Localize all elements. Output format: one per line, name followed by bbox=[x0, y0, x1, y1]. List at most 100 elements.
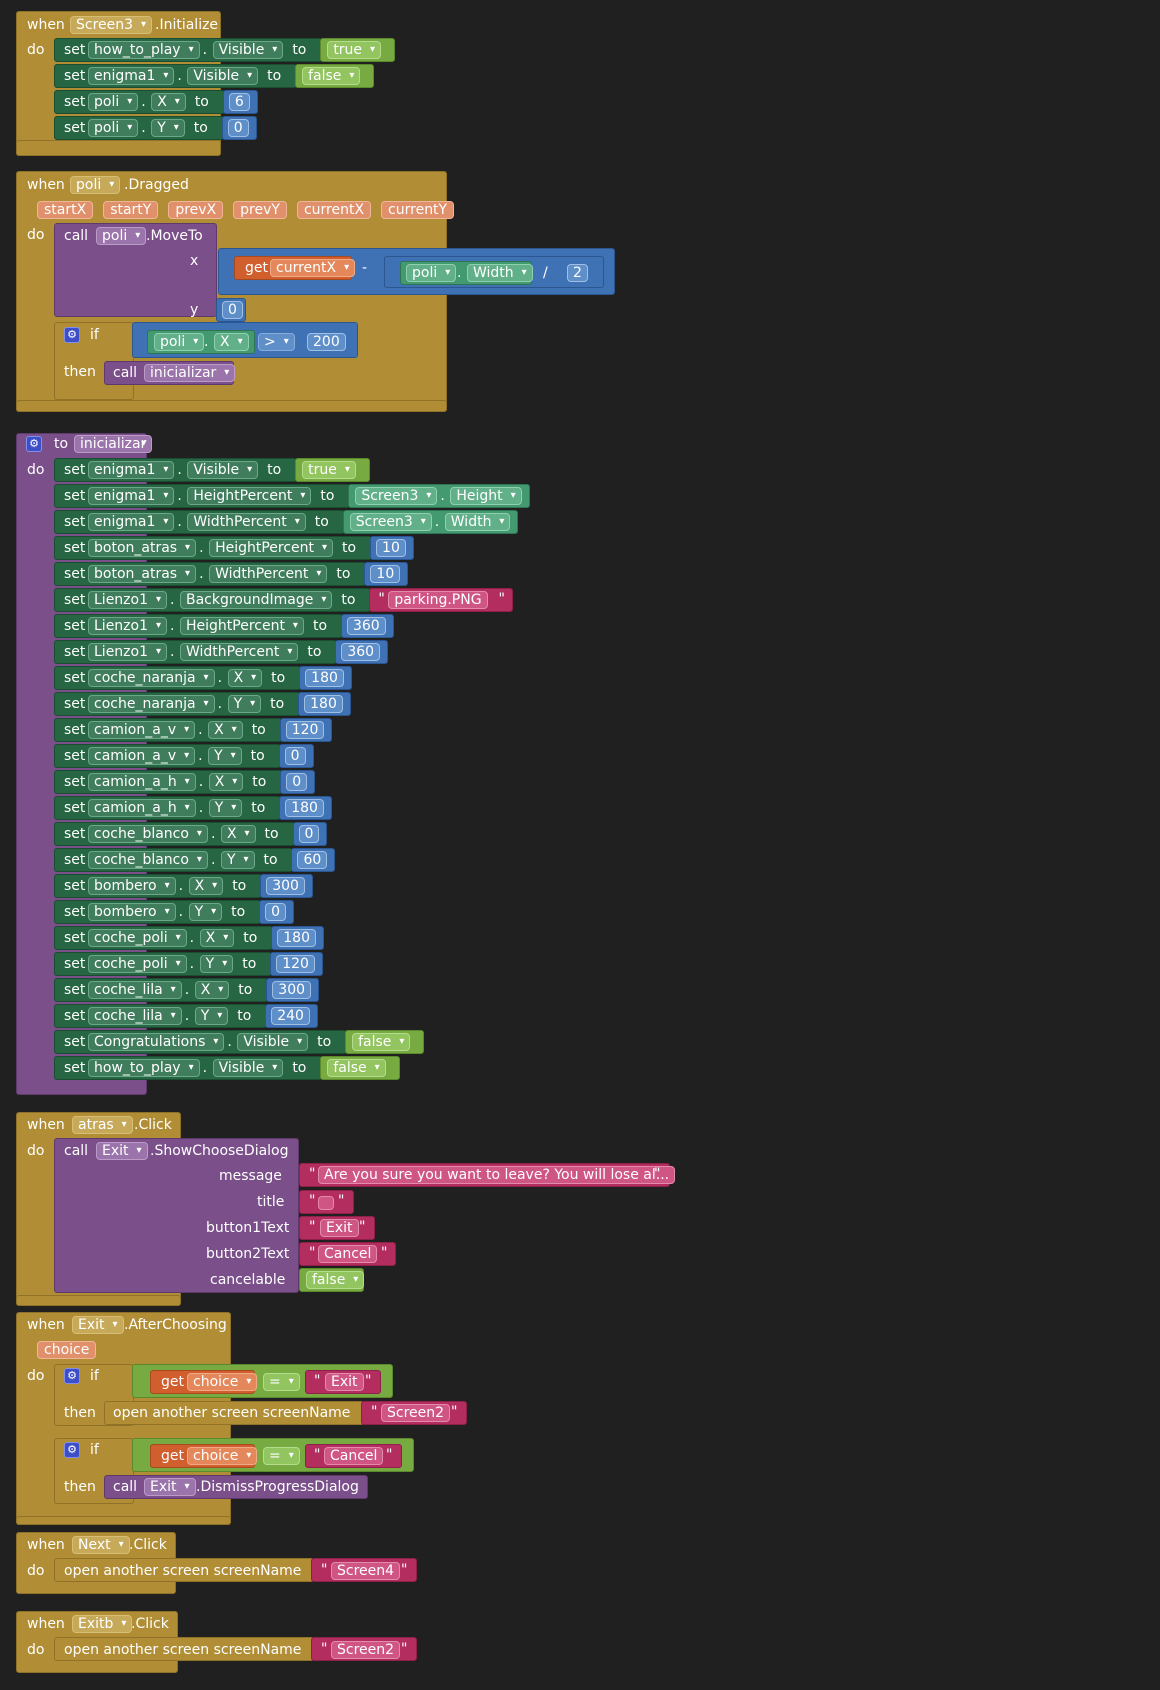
setter-property-dropdown[interactable]: Y bbox=[220, 851, 255, 869]
open-another-screen-block[interactable] bbox=[54, 1558, 314, 1582]
logic-dropdown[interactable]: false bbox=[306, 1271, 365, 1289]
setter-property-dropdown[interactable]: X bbox=[208, 721, 243, 739]
event-param-starty[interactable]: startY bbox=[103, 201, 159, 219]
number-field[interactable]: 180 bbox=[305, 669, 344, 687]
event-component-dropdown[interactable]: Exit bbox=[72, 1316, 124, 1334]
setter-property-dropdown[interactable]: Y bbox=[199, 955, 234, 973]
setter-component-dropdown[interactable]: how_to_play bbox=[88, 1059, 200, 1077]
logic-dropdown[interactable]: false bbox=[352, 1033, 411, 1051]
event-param-choice[interactable]: choice bbox=[37, 1341, 97, 1359]
number-field[interactable]: 0 bbox=[284, 747, 306, 765]
setter-component-dropdown[interactable]: boton_atras bbox=[88, 539, 197, 557]
number-field[interactable]: 2 bbox=[567, 264, 588, 282]
setter-component-dropdown[interactable]: Lienzo1 bbox=[88, 591, 167, 609]
setter-property-dropdown[interactable]: X bbox=[208, 773, 244, 791]
event-param-prevx[interactable]: prevX bbox=[168, 201, 224, 219]
setter-component-dropdown[interactable]: camion_a_v bbox=[88, 747, 196, 765]
setter-property-dropdown[interactable]: HeightPercent bbox=[187, 487, 312, 505]
setter-property-dropdown[interactable]: Y bbox=[208, 799, 243, 817]
event-component-dropdown[interactable]: Screen3 bbox=[70, 16, 153, 34]
setter-component-dropdown[interactable]: enigma1 bbox=[88, 487, 175, 505]
setter-component-dropdown[interactable]: bombero bbox=[88, 877, 176, 895]
number-field[interactable]: 180 bbox=[285, 799, 324, 817]
getter-component-dropdown[interactable]: Screen3 bbox=[349, 513, 432, 531]
logic-dropdown[interactable]: true bbox=[302, 461, 356, 479]
setter-property-dropdown[interactable]: Y bbox=[227, 695, 262, 713]
setter-component-dropdown[interactable]: Lienzo1 bbox=[88, 617, 167, 635]
text-field[interactable]: Screen4 bbox=[331, 1562, 401, 1580]
setter-component-dropdown[interactable]: how_to_play bbox=[88, 41, 200, 59]
setter-property-dropdown[interactable]: Y bbox=[151, 119, 185, 137]
event-component-dropdown[interactable]: poli bbox=[70, 176, 121, 194]
setter-component-dropdown[interactable]: enigma1 bbox=[88, 67, 175, 85]
setter-component-dropdown[interactable]: coche_naranja bbox=[88, 695, 215, 713]
setter-property-dropdown[interactable]: Y bbox=[194, 1007, 229, 1025]
number-field[interactable]: 6 bbox=[228, 93, 250, 111]
setter-property-dropdown[interactable]: Visible bbox=[212, 1059, 284, 1077]
event-param-currenty[interactable]: currentY bbox=[381, 201, 455, 219]
call-exit-showchoosedialog[interactable] bbox=[54, 1138, 299, 1293]
number-field[interactable]: 360 bbox=[346, 617, 386, 635]
setter-component-dropdown[interactable]: enigma1 bbox=[88, 513, 175, 531]
setter-component-dropdown[interactable]: coche_blanco bbox=[88, 825, 208, 843]
setter-property-dropdown[interactable]: X bbox=[199, 929, 235, 947]
setter-property-dropdown[interactable]: X bbox=[151, 93, 186, 111]
setter-property-dropdown[interactable]: Y bbox=[208, 747, 242, 765]
setter-component-dropdown[interactable]: coche_blanco bbox=[88, 851, 208, 869]
event-param-currentx[interactable]: currentX bbox=[296, 201, 372, 219]
event-component-dropdown[interactable]: Exitb bbox=[72, 1615, 133, 1633]
getter-property-dropdown[interactable]: X bbox=[214, 333, 249, 351]
setter-property-dropdown[interactable]: HeightPercent bbox=[179, 617, 304, 635]
number-field[interactable]: 60 bbox=[297, 851, 328, 869]
equals-operator-dropdown[interactable]: = bbox=[263, 1373, 300, 1391]
number-field[interactable]: 300 bbox=[272, 981, 312, 999]
setter-property-dropdown[interactable]: Visible bbox=[187, 67, 259, 85]
setter-component-dropdown[interactable]: poli bbox=[88, 93, 139, 111]
setter-property-dropdown[interactable]: Visible bbox=[212, 41, 284, 59]
get-variable-dropdown[interactable]: choice bbox=[187, 1447, 258, 1465]
setter-property-dropdown[interactable]: X bbox=[188, 877, 224, 895]
getter-property-dropdown[interactable]: Width bbox=[444, 513, 511, 531]
number-field[interactable]: 180 bbox=[277, 929, 316, 947]
setter-property-dropdown[interactable]: X bbox=[220, 825, 256, 843]
setter-component-dropdown[interactable]: coche_poli bbox=[88, 955, 187, 973]
logic-dropdown[interactable]: false bbox=[327, 1059, 386, 1077]
number-field[interactable]: 0 bbox=[298, 825, 320, 843]
number-field[interactable]: 10 bbox=[370, 565, 401, 583]
call-component-dropdown[interactable]: Exit bbox=[96, 1142, 148, 1160]
getter-component-dropdown[interactable]: poli bbox=[154, 333, 205, 351]
text-field-button1[interactable]: Exit bbox=[320, 1219, 359, 1237]
number-field[interactable]: 120 bbox=[285, 721, 325, 739]
setter-property-dropdown[interactable]: BackgroundImage bbox=[179, 591, 333, 609]
set-property-block[interactable] bbox=[54, 90, 225, 114]
gear-icon[interactable]: ⚙ bbox=[64, 1368, 80, 1384]
number-field[interactable]: 0 bbox=[222, 301, 243, 319]
setter-component-dropdown[interactable]: coche_lila bbox=[88, 1007, 182, 1025]
getter-component-dropdown[interactable]: Screen3 bbox=[355, 487, 438, 505]
setter-component-dropdown[interactable]: bombero bbox=[88, 903, 176, 921]
call-component-dropdown[interactable]: Exit bbox=[144, 1478, 196, 1496]
setter-property-dropdown[interactable]: X bbox=[194, 981, 230, 999]
setter-property-dropdown[interactable]: HeightPercent bbox=[209, 539, 334, 557]
setter-component-dropdown[interactable]: Lienzo1 bbox=[88, 643, 167, 661]
setter-component-dropdown[interactable]: Congratulations bbox=[88, 1033, 225, 1051]
setter-component-dropdown[interactable]: poli bbox=[88, 119, 139, 137]
setter-property-dropdown[interactable]: WidthPercent bbox=[209, 565, 328, 583]
text-field[interactable]: parking.PNG bbox=[388, 591, 488, 609]
event-param-prevy[interactable]: prevY bbox=[233, 201, 287, 219]
number-field[interactable]: 120 bbox=[276, 955, 315, 973]
procedure-name-field[interactable]: inicializar bbox=[74, 435, 153, 453]
setter-component-dropdown[interactable]: camion_a_v bbox=[88, 721, 196, 739]
getter-component-dropdown[interactable]: poli bbox=[406, 264, 457, 282]
getter-property-dropdown[interactable]: Height bbox=[450, 487, 522, 505]
procedure-dropdown[interactable]: inicializar bbox=[144, 364, 236, 382]
setter-component-dropdown[interactable]: camion_a_h bbox=[88, 773, 196, 791]
event-param-startx[interactable]: startX bbox=[37, 201, 94, 219]
text-field-button2[interactable]: Cancel bbox=[318, 1245, 378, 1263]
set-property-block[interactable] bbox=[54, 116, 224, 140]
open-another-screen-block[interactable] bbox=[54, 1637, 314, 1661]
get-variable-dropdown[interactable]: choice bbox=[187, 1373, 258, 1391]
number-field[interactable]: 180 bbox=[304, 695, 343, 713]
setter-component-dropdown[interactable]: coche_poli bbox=[88, 929, 187, 947]
